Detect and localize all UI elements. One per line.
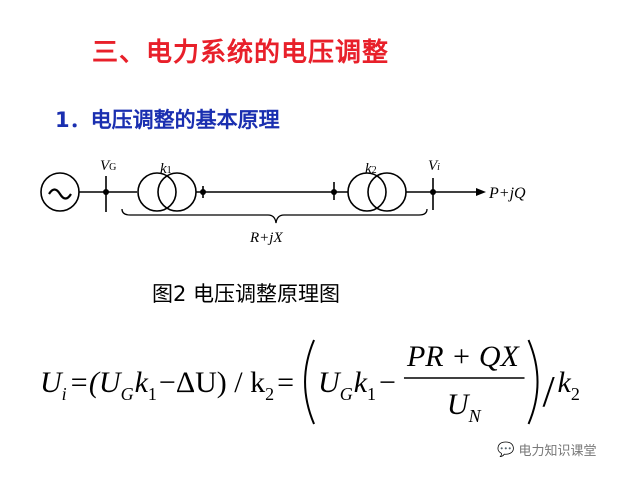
section-heading: 1．电压调整的基本原理 xyxy=(55,108,280,132)
svg-text:UN: UN xyxy=(447,388,482,426)
figure-caption: 图2 电压调整原理图 xyxy=(152,282,341,306)
formula-k2-sub: 2 xyxy=(571,384,580,404)
k2-sub: 2 xyxy=(372,165,377,176)
formula-numerator: PR + QX xyxy=(406,340,521,373)
formula-left-part: Ui=(UGk1−ΔU) / k2= xyxy=(40,366,294,404)
formula-denominator-sub: N xyxy=(468,406,482,426)
formula-k2: k xyxy=(558,366,572,399)
formula-ug: U xyxy=(318,366,342,399)
slide-title: 三、电力系统的电压调整 xyxy=(92,38,390,68)
vi-sub: i xyxy=(437,162,440,173)
k2-label: k xyxy=(365,161,372,177)
formula-k1: k xyxy=(354,366,368,399)
watermark-text: 电力知识课堂 xyxy=(518,444,597,459)
svg-text:k1: k1 xyxy=(160,161,172,177)
formula-close-paren xyxy=(527,339,539,425)
svg-text:k2: k2 xyxy=(558,366,580,404)
formula-open-paren xyxy=(304,339,315,425)
formula-lhs: U xyxy=(40,366,64,399)
impedance-brace xyxy=(121,208,428,224)
formula-part2: k xyxy=(135,366,149,399)
formula-k1-sub: 1 xyxy=(367,384,376,404)
impedance-label: R+jX xyxy=(249,230,283,246)
generator-icon xyxy=(40,172,80,212)
formula-denominator: U xyxy=(447,388,471,421)
voltage-formula: Ui=(UGk1−ΔU) / k2= UGk1− PR + QX UN / k2 xyxy=(40,339,580,426)
formula-middle-part: UGk1− xyxy=(318,366,396,404)
watermark: 💬 电力知识课堂 xyxy=(497,440,597,460)
svg-text:Vi: Vi xyxy=(428,158,440,174)
formula-part1: =(U xyxy=(69,366,123,399)
vi-label: V xyxy=(428,158,439,174)
formula-minus: − xyxy=(379,366,396,399)
vg-label: V xyxy=(100,158,111,174)
formula-part3-sub: 2 xyxy=(265,384,274,404)
svg-text:VG: VG xyxy=(100,158,116,174)
load-label: P+jQ xyxy=(488,185,526,202)
transformer-k2-icon xyxy=(347,172,387,212)
formula-lhs-sub: i xyxy=(62,384,67,404)
formula-ug-sub: G xyxy=(340,384,353,404)
formula-part1-sub: G xyxy=(121,384,134,404)
formula-part2-sub: 1 xyxy=(148,384,157,404)
chat-bubble-icon: 💬 xyxy=(497,441,515,458)
k1-sub: 1 xyxy=(167,165,172,176)
formula-part3: −ΔU) / k xyxy=(159,366,265,399)
svg-text:k2: k2 xyxy=(365,161,377,177)
power-flow-arrow-icon xyxy=(476,188,486,196)
formula-equals: = xyxy=(277,366,294,399)
formula-slash: / xyxy=(543,367,556,416)
transformer-k1-icon xyxy=(137,172,177,212)
vg-sub: G xyxy=(109,162,116,173)
k1-label: k xyxy=(160,161,167,177)
